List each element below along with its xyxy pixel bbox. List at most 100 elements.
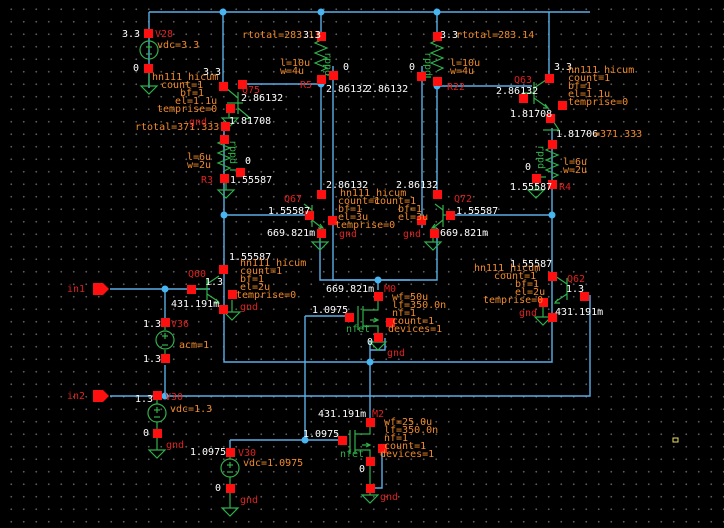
param: bf=1 [338, 204, 362, 215]
bjt-q63[interactable]: 3.3 Q63 hn111_hicum count=1 bf=1 el=1.1u… [496, 62, 634, 131]
npn-transistor-icon [198, 275, 221, 304]
net-voltage: 669.821m [267, 228, 315, 239]
param: count=1 [494, 271, 536, 282]
param: devices=1 [388, 324, 442, 335]
pin [328, 216, 337, 225]
net-voltage: 2.86132 [396, 180, 438, 191]
junction [317, 8, 325, 16]
net-voltage: 431.191m [171, 299, 219, 310]
instance-name: M2 [372, 409, 384, 420]
bjt-q75[interactable]: hn111_hicum count=1 bf=1 el=1.1u tempris… [152, 67, 283, 131]
net-voltage: 3.3 [554, 62, 572, 73]
pin [548, 272, 557, 281]
bjt-q67[interactable]: 2.86132 Q67 1.55587 669.821m gnd hn111_h… [267, 180, 406, 251]
net-voltage: 1.3 [143, 319, 161, 330]
instance-name: Q60 [188, 269, 206, 280]
cursor-marker [672, 437, 679, 443]
param: w=2u [563, 165, 587, 176]
pin-label: in2 [67, 391, 85, 402]
source-v39[interactable]: V30 vdc=1.0975 1.0975 0 gnd [190, 447, 303, 517]
net-voltage: 431.191m [555, 307, 603, 318]
net-voltage: 1.3 [205, 277, 223, 288]
net-voltage: 1.0975 [190, 447, 226, 458]
pin [305, 211, 314, 220]
net-label: gnd [519, 308, 537, 319]
res-type: rppd [322, 52, 333, 76]
instance-name: V30 [165, 392, 183, 403]
wire-right-col [370, 128, 553, 363]
junction [219, 8, 227, 16]
ground-icon [147, 399, 167, 459]
pin [219, 82, 228, 91]
param: vdc=1.3 [170, 404, 212, 415]
net-voltage: 1.55587 [456, 206, 498, 217]
pin [161, 354, 170, 363]
ground-icon [222, 300, 242, 321]
bjt-q62[interactable]: 1.55587 Q62 1.3 431.191m gnd hn111_hicum… [474, 259, 603, 326]
resistor-left[interactable]: rppd rtotal=371.333 l=6u w=2u 0 R3 1.555… [135, 122, 272, 199]
net-label: gnd [166, 440, 184, 451]
pin [539, 298, 548, 307]
pin [548, 313, 557, 322]
pin [228, 290, 237, 299]
nmos-transistor-icon [349, 424, 380, 504]
pin [548, 180, 557, 189]
net-voltage: 0 [245, 156, 251, 167]
source-v36[interactable]: V36 acm=1 1.3 1.3 [143, 318, 209, 365]
param: l=10u [280, 58, 310, 69]
param: bf=1 [240, 274, 264, 285]
param: count=1 [374, 196, 416, 207]
net-voltage: 3.3 [122, 29, 140, 40]
instance-name: Q63 [514, 75, 532, 86]
pin [366, 457, 375, 466]
pin [433, 190, 442, 199]
pin [144, 29, 153, 38]
instance-name: V30 [238, 448, 256, 459]
pin [226, 448, 235, 457]
mosfet-m2[interactable]: 431.191m M2 wf=25.0u lf=350.0n nf=1 coun… [303, 409, 438, 504]
param: temprise=0 [483, 295, 543, 306]
mosfet-m0[interactable]: 669.821m M0 wf=50u lf=350.0n nf=1 count=… [312, 284, 446, 359]
input-pin-in2[interactable]: in2 [67, 390, 109, 402]
pin [226, 484, 235, 493]
wire-left-col [223, 128, 371, 363]
param: =371.333 [594, 129, 642, 140]
pin [430, 229, 439, 238]
net-voltage: 1.0975 [303, 429, 339, 440]
net-voltage: 1.81708 [229, 116, 271, 127]
param: w=2u [187, 160, 211, 171]
model: hn111_hicum [474, 263, 540, 274]
resistor-r5[interactable]: rppd rtotal=283.13 3.3 l=10u w=4u 0 R5 2… [242, 30, 368, 95]
resistor-r22[interactable]: rppd 3.3 rtotal=283.14 l=10u w=4u 0 R22 … [366, 30, 534, 95]
source-v30[interactable]: V30 vdc=1.3 1.3 0 gnd [135, 391, 212, 459]
instance-name: Q67 [284, 194, 302, 205]
param: l=6u [187, 152, 211, 163]
param: count=1 [384, 441, 426, 452]
resistor-icon [216, 139, 236, 199]
npn-transistor-icon [430, 203, 448, 229]
pin [558, 101, 567, 110]
param: bf=1 [568, 81, 592, 92]
bjt-q72[interactable]: 2.86132 Q72 1.55587 669.821m gnd count=1… [374, 180, 498, 251]
param: l=6u [563, 157, 587, 168]
pin [532, 174, 541, 183]
input-pin-in1[interactable]: in1 [67, 283, 109, 295]
instance-name: Q62 [567, 274, 585, 285]
pin [219, 265, 228, 274]
instance-name: V28 [155, 29, 173, 40]
pin [548, 140, 557, 149]
junction [374, 276, 382, 284]
model: hn111_hicum [240, 258, 306, 269]
source-v28[interactable]: V28 vdc=3.3 3.3 0 [122, 29, 199, 95]
pin [386, 318, 395, 327]
param: bf=1 [180, 88, 204, 99]
pin [366, 484, 375, 493]
pin [161, 318, 170, 327]
resistor-right[interactable]: rppd 1.81706 =371.333 l=6u w=2u 0 1.5558… [510, 129, 642, 199]
ground-icon [139, 44, 159, 95]
bjt-q60[interactable]: 1.55587 Q60 1.3 431.191m gnd hn111_hicum… [171, 252, 306, 321]
junction [220, 211, 228, 219]
pin [226, 104, 235, 113]
pin [446, 211, 455, 220]
